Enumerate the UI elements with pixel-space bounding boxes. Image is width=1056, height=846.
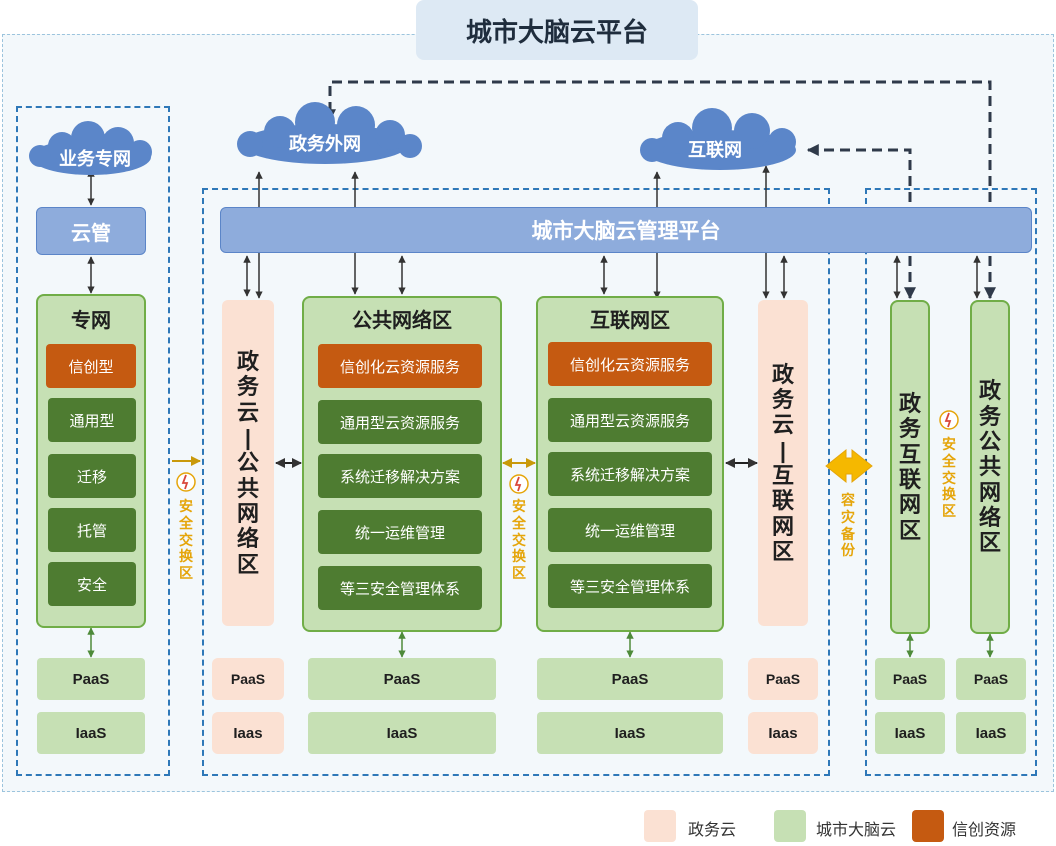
private-network-region (16, 106, 170, 776)
gov-cloud-internet-zone: 政 务 云 | 互 联 网 区 (758, 300, 808, 626)
legend-swatch-gov-cloud (644, 810, 676, 842)
public-service-ops: 统一运维管理 (318, 510, 482, 554)
shield-icon-right (939, 410, 959, 430)
left-service-xinchuang: 信创型 (46, 344, 136, 388)
left-iaas: IaaS (37, 712, 145, 754)
disaster-backup-label: 容 灾 备 份 (841, 492, 855, 559)
gov-external-cloud-shape (237, 102, 422, 164)
internet-service-xinchuang: 信创化云资源服务 (548, 342, 712, 386)
legend-swatch-xinchuang (912, 810, 944, 842)
left-service-hosting: 托管 (48, 508, 136, 552)
gov-external-cloud: 政务外网 (289, 134, 361, 154)
shield-icon-middle (509, 474, 529, 494)
gov-internet-paas: PaaS (748, 658, 818, 700)
security-exchange-label-middle: 安 全 交 换 区 (512, 498, 526, 582)
public-network-zone: 公共网络区 信创化云资源服务 通用型云资源服务 系统迁移解决方案 统一运维管理 … (302, 296, 502, 632)
internet-cloud: 互联网 (688, 140, 742, 160)
internet-service-ops: 统一运维管理 (548, 508, 712, 552)
gov-public-iaas: Iaas (212, 712, 284, 754)
shield-icon-left (176, 472, 196, 492)
legend-city-brain-cloud: 城市大脑云 (816, 822, 897, 839)
public-service-xinchuang: 信创化云资源服务 (318, 344, 482, 388)
internet-service-security: 等三安全管理体系 (548, 564, 712, 608)
legend-gov-cloud: 政务云 (688, 822, 737, 839)
left-service-security: 安全 (48, 562, 136, 606)
business-network-cloud-shape (29, 121, 152, 175)
gov-internet-iaas: Iaas (748, 712, 818, 754)
legend-swatch-city-brain (774, 810, 806, 842)
right-zone2-paas: PaaS (956, 658, 1026, 700)
business-network-cloud: 业务专网 (59, 149, 131, 169)
left-service-migration: 迁移 (48, 454, 136, 498)
public-service-migration: 系统迁移解决方案 (318, 454, 482, 498)
management-platform-bar: 城市大脑云管理平台 (220, 207, 1032, 253)
public-service-security: 等三安全管理体系 (318, 566, 482, 610)
right-zone1-paas: PaaS (875, 658, 945, 700)
internet-zone-iaas: IaaS (537, 712, 723, 754)
legend-xinchuang: 信创资源 (952, 822, 1017, 839)
gov-cloud-public-zone: 政 务 云 | 公 共 网 络 区 (222, 300, 274, 626)
right-zone2-iaas: IaaS (956, 712, 1026, 754)
right-zone1-iaas: IaaS (875, 712, 945, 754)
cloud-management-box: 云管 (36, 207, 146, 255)
gov-public-paas: PaaS (212, 658, 284, 700)
internet-cloud-shape (640, 108, 796, 170)
public-service-general: 通用型云资源服务 (318, 400, 482, 444)
public-network-zone-title: 公共网络区 (352, 310, 452, 332)
security-exchange-label-right: 安 全 交 换 区 (942, 436, 956, 520)
security-exchange-label-left: 安 全 交 换 区 (179, 498, 193, 582)
internet-zone-title: 互联网区 (590, 310, 670, 332)
left-paas: PaaS (37, 658, 145, 700)
internet-service-migration: 系统迁移解决方案 (548, 452, 712, 496)
internet-zone: 互联网区 信创化云资源服务 通用型云资源服务 系统迁移解决方案 统一运维管理 等… (536, 296, 724, 632)
internet-zone-paas: PaaS (537, 658, 723, 700)
gov-internet-zone-right: 政 务 互 联 网 区 (890, 300, 930, 634)
left-service-general: 通用型 (48, 398, 136, 442)
gov-public-zone-right: 政 务 公 共 网 络 区 (970, 300, 1010, 634)
public-zone-paas: PaaS (308, 658, 496, 700)
public-zone-iaas: IaaS (308, 712, 496, 754)
private-network-panel: 专网 信创型 通用型 迁移 托管 安全 (36, 294, 146, 628)
page-title: 城市大脑云平台 (416, 0, 698, 60)
internet-service-general: 通用型云资源服务 (548, 398, 712, 442)
private-network-title: 专网 (71, 310, 111, 332)
